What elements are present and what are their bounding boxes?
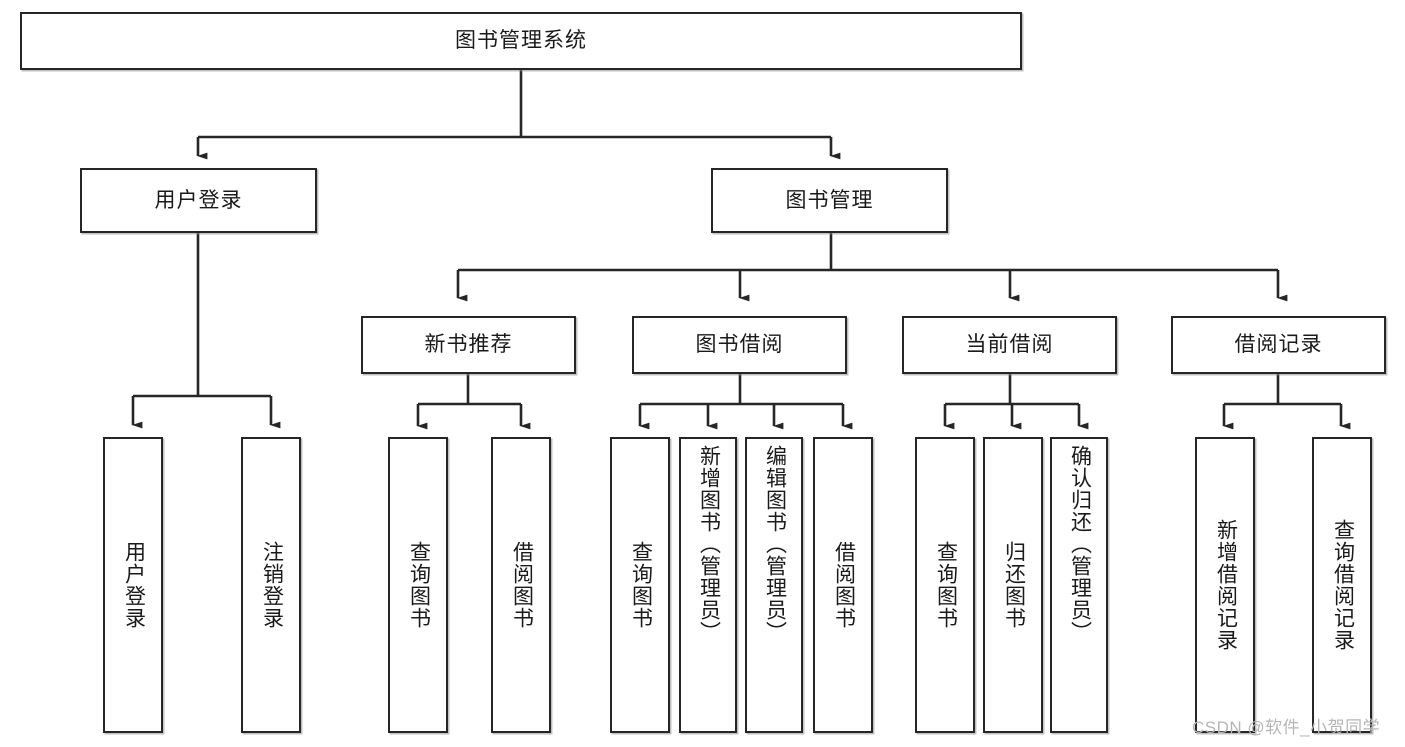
leaf-label: 查询图书 [407, 541, 431, 629]
node-book-borrow[interactable]: 图书借阅 [632, 316, 847, 374]
leaf-label: 注销登录 [260, 541, 284, 629]
csdn-watermark: CSDN @软件_小贺同学 [1192, 718, 1381, 737]
node-new-book-recommend[interactable]: 新书推荐 [361, 316, 576, 374]
node-user-login[interactable]: 用户登录 [80, 168, 317, 233]
leaf-label: 用户登录 [122, 541, 146, 629]
leaf-label: 查询借阅记录 [1331, 519, 1355, 651]
leaf-label: 编辑图书（管理员） [763, 445, 787, 643]
leaf-label: 查询图书 [629, 541, 653, 629]
leaf-user-login-login[interactable]: 用户登录 [103, 437, 163, 733]
node-book-management[interactable]: 图书管理 [711, 168, 948, 233]
node-root-label: 图书管理系统 [455, 29, 587, 53]
node-current-borrow-label: 当前借阅 [965, 333, 1054, 357]
leaf-user-login-logout[interactable]: 注销登录 [241, 437, 301, 733]
node-borrow-record[interactable]: 借阅记录 [1171, 316, 1386, 374]
leaf-current-borrow-return-book[interactable]: 归还图书 [983, 437, 1043, 733]
leaf-label: 新增图书（管理员） [697, 445, 721, 643]
leaf-new-book-query-book[interactable]: 查询图书 [388, 437, 448, 733]
node-new-book-recommend-label: 新书推荐 [424, 333, 513, 357]
node-current-borrow[interactable]: 当前借阅 [902, 316, 1117, 374]
node-book-management-label: 图书管理 [785, 188, 874, 212]
leaf-new-book-borrow-book[interactable]: 借阅图书 [491, 437, 551, 733]
leaf-label: 借阅图书 [510, 541, 534, 629]
node-book-borrow-label: 图书借阅 [695, 333, 784, 357]
leaf-current-borrow-confirm-return-admin[interactable]: 确认归还（管理员） [1050, 437, 1108, 733]
leaf-label: 借阅图书 [832, 541, 856, 629]
leaf-label: 归还图书 [1002, 541, 1026, 629]
node-user-login-label: 用户登录 [154, 188, 243, 212]
node-borrow-record-label: 借阅记录 [1234, 333, 1323, 357]
leaf-book-borrow-add-book-admin[interactable]: 新增图书（管理员） [679, 437, 737, 733]
leaf-label: 查询图书 [934, 541, 958, 629]
leaf-label: 新增借阅记录 [1214, 519, 1238, 651]
leaf-book-borrow-edit-book-admin[interactable]: 编辑图书（管理员） [745, 437, 803, 733]
leaf-current-borrow-query-book[interactable]: 查询图书 [915, 437, 975, 733]
leaf-label: 确认归还（管理员） [1068, 445, 1092, 643]
leaf-borrow-record-query-record[interactable]: 查询借阅记录 [1312, 437, 1372, 733]
leaf-book-borrow-borrow-book[interactable]: 借阅图书 [813, 437, 873, 733]
leaf-borrow-record-add-record[interactable]: 新增借阅记录 [1195, 437, 1255, 733]
leaf-book-borrow-query-book[interactable]: 查询图书 [610, 437, 670, 733]
node-root-book-management-system[interactable]: 图书管理系统 [20, 12, 1022, 70]
